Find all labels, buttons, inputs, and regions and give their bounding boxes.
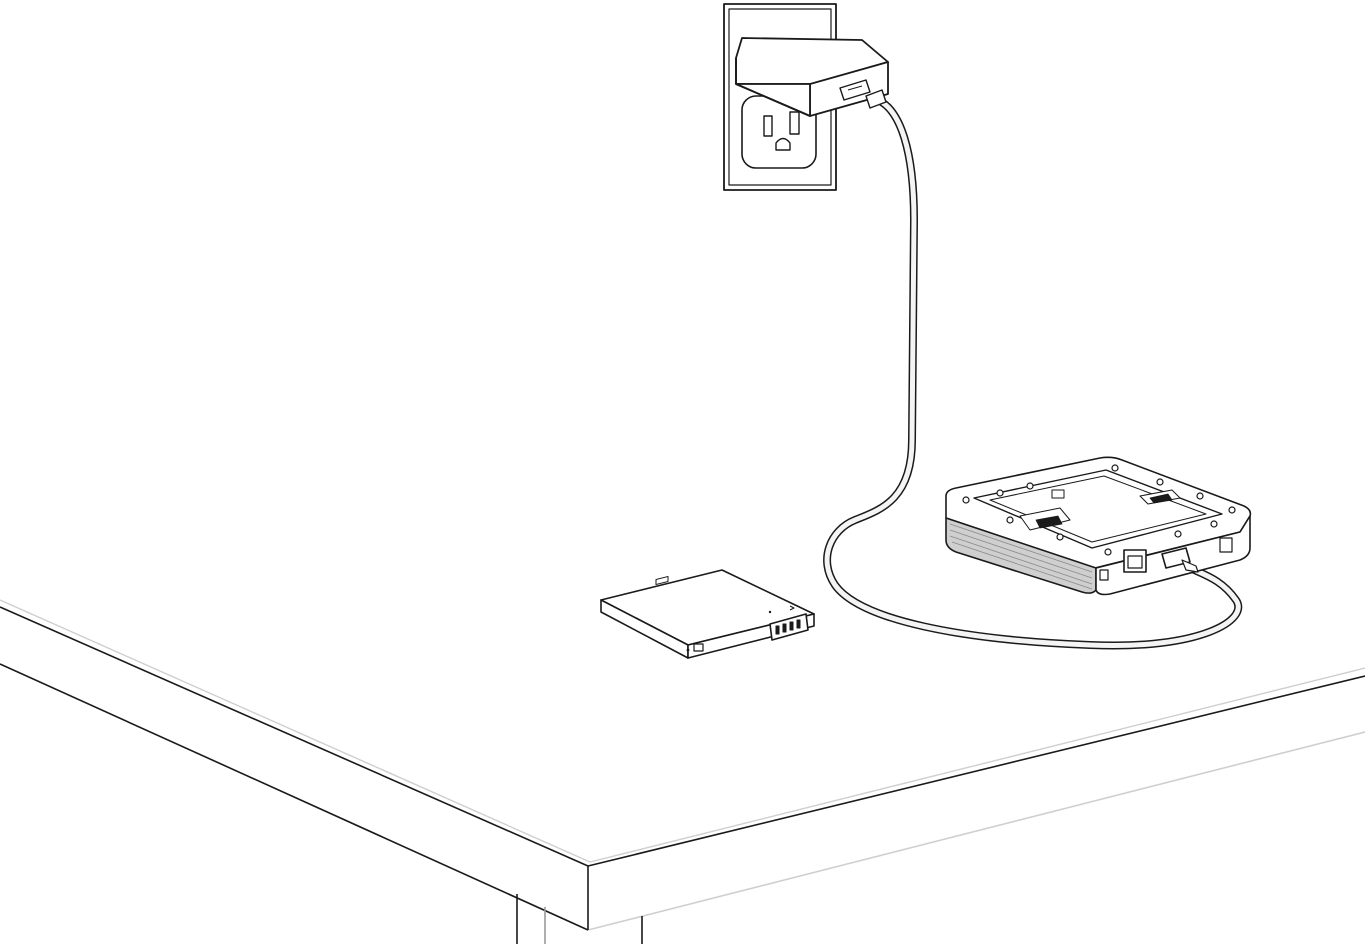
wall-charger — [735, 37, 889, 117]
hotspot-vent-lines — [949, 523, 1093, 590]
table-leg-left — [516, 894, 546, 944]
outlet-slot-left — [763, 115, 773, 137]
outlet-ground-hole — [775, 137, 791, 151]
hotspot-side-slot — [1219, 537, 1233, 553]
battery-pack — [600, 569, 815, 659]
usb-cable — [823, 89, 1243, 650]
mobile-hotspot-device — [945, 456, 1252, 596]
table-left-face — [0, 663, 589, 931]
table-right-face — [587, 731, 1365, 931]
cable-plug-charger — [865, 89, 887, 109]
table-top — [0, 599, 1365, 863]
hotspot-screws — [962, 464, 1236, 556]
hotspot-vent-face — [945, 517, 1097, 594]
charger-usb-port — [839, 79, 871, 101]
hotspot-small-port — [1099, 569, 1109, 581]
outlet-slot-right — [789, 111, 800, 135]
table — [0, 599, 1365, 944]
battery-latch — [693, 643, 704, 652]
